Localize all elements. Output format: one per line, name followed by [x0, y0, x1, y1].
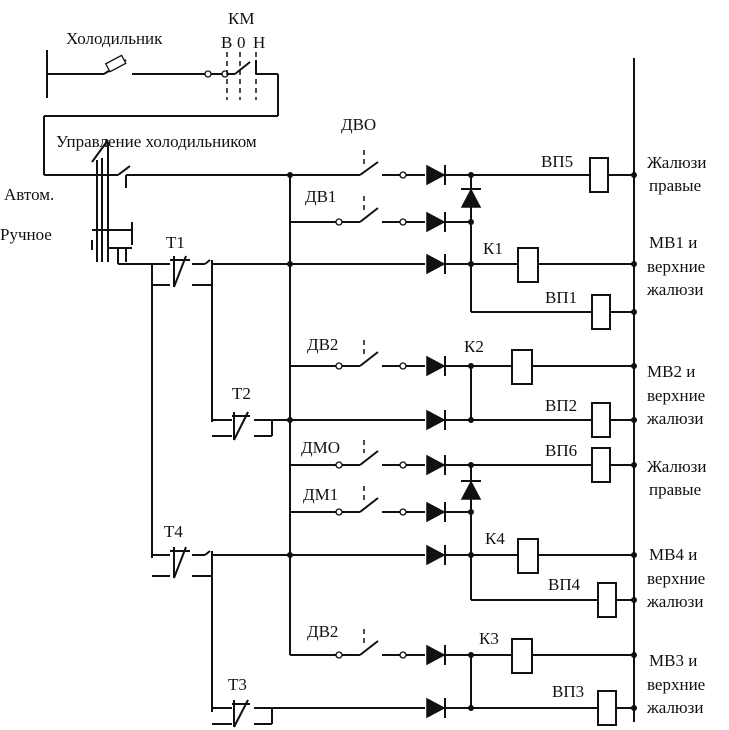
label-vp2: ВП2 — [545, 396, 577, 415]
output-5-line-3: жалюзи — [646, 592, 703, 611]
output-1-line-1: Жалюзи — [647, 153, 707, 172]
label-dv2-bottom: ДВ2 — [307, 622, 338, 641]
label-t1: Т1 — [166, 233, 185, 252]
label-t3: Т3 — [228, 675, 247, 694]
label-dm1: ДМ1 — [303, 485, 338, 504]
label-vp5: ВП5 — [541, 152, 573, 171]
label-k2: К2 — [464, 337, 484, 356]
output-3-line-1: МВ2 и — [647, 362, 695, 381]
mode-selector-switch — [91, 139, 152, 265]
coil-k1 — [517, 247, 539, 283]
coil-k2 — [511, 349, 533, 385]
coil-vp5 — [589, 157, 609, 193]
label-k3: К3 — [479, 629, 499, 648]
output-5-line-2: верхние — [647, 569, 705, 588]
label-auto: Автом. — [4, 185, 54, 204]
label-fridge: Холодильник — [66, 29, 163, 48]
label-dv1: ДВ1 — [305, 187, 336, 206]
contact-dmo — [290, 440, 592, 476]
coil-k4 — [517, 538, 539, 574]
contact-dm1 — [290, 486, 474, 523]
label-dmo: ДМО — [301, 438, 340, 457]
contact-dv2-top — [290, 340, 512, 377]
output-1-line-2: правые — [649, 176, 701, 195]
label-km-0: 0 — [237, 33, 246, 52]
coil-vp2 — [591, 402, 611, 438]
output-6-line-1: МВ3 и — [649, 651, 697, 670]
output-4-line-2: правые — [649, 480, 701, 499]
contact-dv2-bottom — [290, 629, 512, 666]
output-2-line-3: жалюзи — [646, 280, 703, 299]
label-dvo: ДВО — [341, 115, 376, 134]
relay-contact-t1 — [151, 255, 213, 558]
label-vp4: ВП4 — [548, 575, 581, 594]
label-km: КМ — [228, 9, 254, 28]
coil-vp1 — [591, 294, 611, 330]
coil-vp3 — [597, 690, 617, 726]
label-km-h: Н — [253, 33, 265, 52]
label-manual: Ручное — [0, 225, 52, 244]
label-vp6: ВП6 — [545, 441, 577, 460]
output-2-line-1: МВ1 и — [649, 233, 697, 252]
output-6-line-2: верхние — [647, 675, 705, 694]
label-km-b: В — [221, 33, 232, 52]
coil-k3 — [511, 638, 533, 674]
label-vp3: ВП3 — [552, 682, 584, 701]
label-k4: К4 — [485, 529, 505, 548]
output-6-line-3: жалюзи — [646, 698, 703, 717]
label-fridge-control: Управление холодильником — [56, 132, 257, 151]
output-3-line-2: верхние — [647, 386, 705, 405]
coil-vp6 — [591, 447, 611, 483]
output-2-line-2: верхние — [647, 257, 705, 276]
output-5-line-1: МВ4 и — [649, 545, 697, 564]
output-3-line-3: жалюзи — [646, 409, 703, 428]
label-t4: Т4 — [164, 522, 183, 541]
fridge-circuit — [43, 50, 279, 176]
output-4-line-1: Жалюзи — [647, 457, 707, 476]
label-t2: Т2 — [232, 384, 251, 403]
relay-contact-t3 — [212, 699, 273, 728]
label-k1: К1 — [483, 239, 503, 258]
label-vp1: ВП1 — [545, 288, 577, 307]
coil-vp4 — [597, 582, 617, 618]
relay-contact-t4 — [152, 546, 213, 712]
relay-contact-t2 — [212, 411, 273, 441]
label-dv2-top: ДВ2 — [307, 335, 338, 354]
